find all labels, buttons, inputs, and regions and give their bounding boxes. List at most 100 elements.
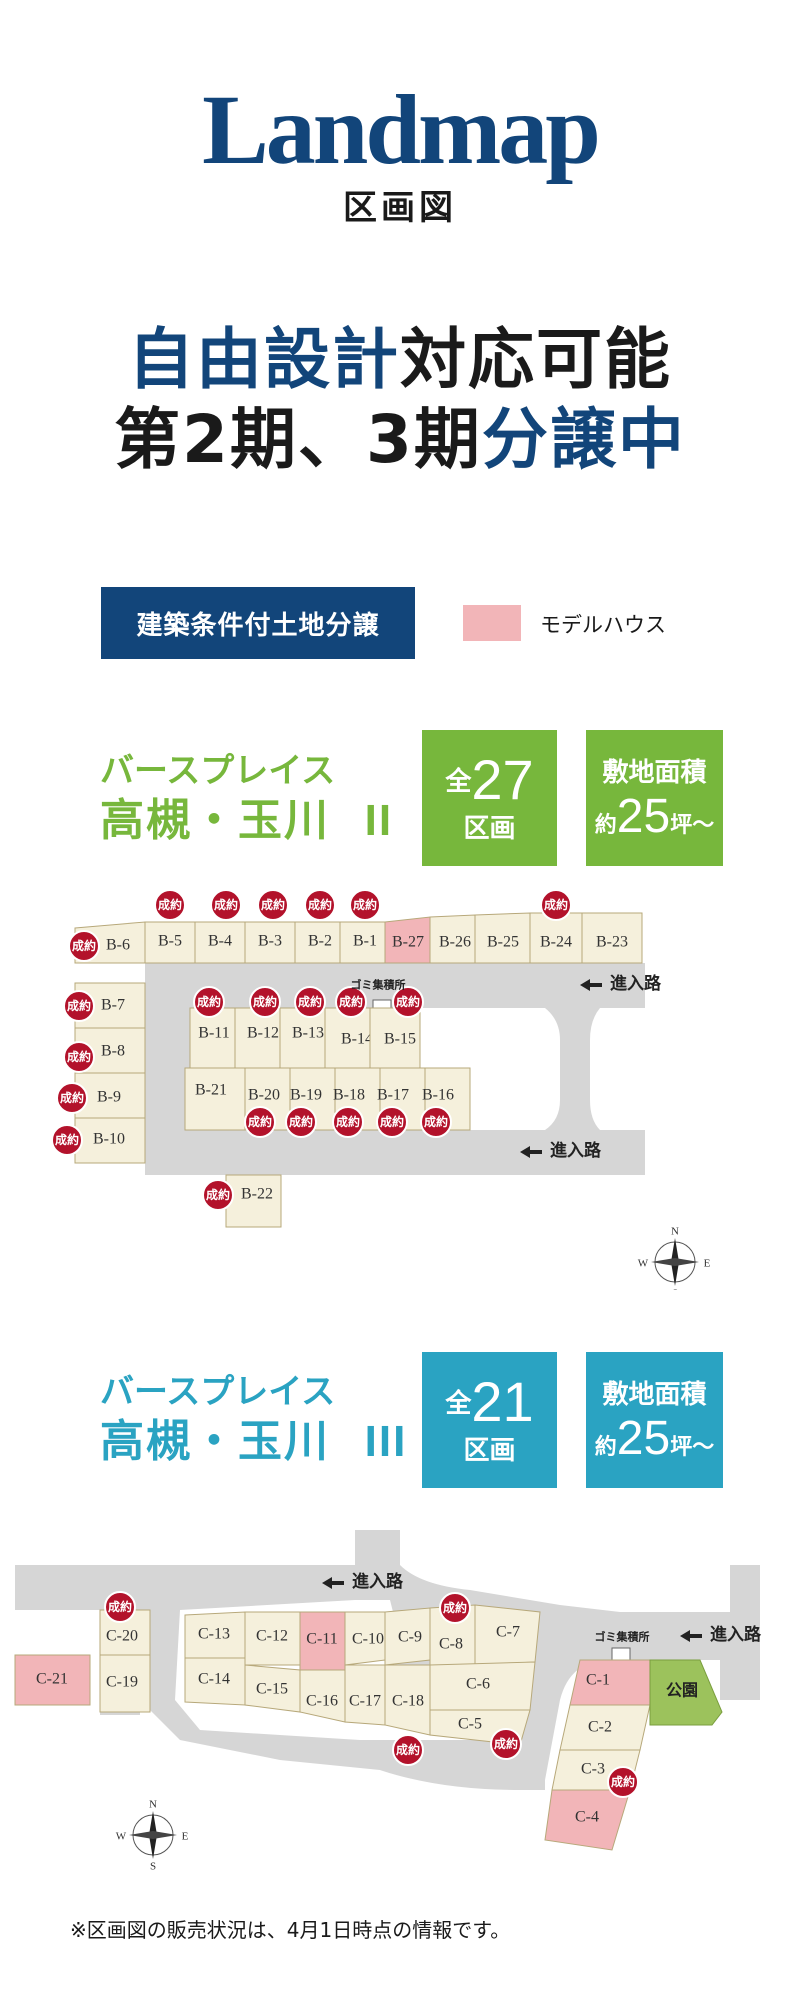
lot-c-12[interactable]: C-12: [244, 1611, 301, 1666]
sold-badge-circle: [540, 889, 572, 921]
lot-b-2[interactable]: B-2: [294, 921, 341, 964]
lot-b-22[interactable]: B-22: [225, 1174, 282, 1228]
sold-badge-text: 成約: [158, 897, 182, 912]
compass-cross-icon: [129, 1831, 177, 1839]
lot-b-3[interactable]: B-3: [244, 921, 296, 964]
entrance-label: 進入路: [710, 1624, 762, 1644]
lot-c-11[interactable]: C-11: [299, 1611, 346, 1671]
sold-badge-text: 成約: [298, 994, 322, 1009]
sold-badge-text: 成約: [248, 1114, 272, 1129]
entrance-label: 進入路: [550, 1140, 602, 1160]
lot-b-23[interactable]: B-23: [581, 912, 643, 964]
lot-label: C-12: [256, 1628, 288, 1645]
lot-b-10[interactable]: B-10: [74, 1117, 146, 1164]
headline-available: 対応可能: [400, 321, 672, 398]
lot-label: B-11: [198, 1025, 229, 1042]
sold-badge-b-15: 成約: [392, 986, 424, 1018]
lot-b-4[interactable]: B-4: [194, 921, 246, 964]
sold-badge-text: 成約: [396, 1742, 420, 1757]
logo-subtitle: 区画図: [343, 188, 457, 228]
lot-label: B-10: [93, 1131, 125, 1148]
arrow-left-icon: [520, 1146, 542, 1158]
lot-c-19[interactable]: C-19: [99, 1654, 151, 1713]
lot-label: C-17: [349, 1693, 381, 1710]
phase2-area-value: 25: [616, 790, 671, 843]
lot-c-9[interactable]: C-9: [384, 1607, 431, 1666]
lot-label: B-4: [208, 933, 232, 950]
sold-badge-text: 成約: [214, 897, 238, 912]
sold-badge-b-2: 成約: [304, 889, 336, 921]
lot-b-1[interactable]: B-1: [339, 921, 386, 964]
lot-label: B-2: [308, 933, 332, 950]
phase3-title-line2: 高槻・玉川 III: [100, 1416, 408, 1467]
lot-label: B-26: [439, 934, 471, 951]
compass-cross-icon: [651, 1258, 699, 1266]
lot-c-14[interactable]: C-14: [184, 1657, 246, 1706]
lot-shape: [569, 1659, 651, 1706]
lot-c-21[interactable]: C-21: [14, 1654, 91, 1706]
park-label: 公園: [666, 1682, 698, 1700]
lot-b-26[interactable]: B-26: [429, 914, 476, 964]
lot-c-18[interactable]: C-18: [384, 1664, 431, 1736]
lot-label: B-8: [101, 1043, 125, 1060]
lot-c-15[interactable]: C-15: [244, 1664, 301, 1713]
lot-b-25[interactable]: B-25: [474, 912, 531, 964]
lot-label: C-16: [306, 1693, 338, 1710]
lot-c-7[interactable]: C-7: [474, 1604, 541, 1666]
sold-badge-b-6: 成約: [68, 930, 100, 962]
lot-label: B-21: [195, 1082, 227, 1099]
phase2-roads: [145, 963, 645, 1175]
phase3-area-label: 敷地面積: [602, 1380, 707, 1410]
sold-badge-text: 成約: [253, 994, 277, 1009]
lot-c-16[interactable]: C-16: [299, 1669, 346, 1723]
lot-label: B-17: [377, 1087, 409, 1104]
lot-label: B-6: [106, 937, 130, 954]
lot-b-27[interactable]: B-27: [384, 916, 431, 964]
sold-badge-circle: [294, 986, 326, 1018]
lot-b-5[interactable]: B-5: [144, 921, 196, 964]
lot-label: C-6: [466, 1676, 490, 1693]
sold-badge-text: 成約: [72, 938, 96, 953]
compass-e: E: [704, 1258, 711, 1270]
lot-label: C-4: [575, 1809, 599, 1826]
model-house-legend-swatch: [463, 605, 521, 641]
phase2-total: 27: [471, 747, 534, 811]
sold-badge-b-10: 成約: [51, 1124, 83, 1156]
lot-c-13[interactable]: C-13: [184, 1611, 246, 1659]
sold-badge-b-17: 成約: [376, 1106, 408, 1138]
sold-badge-b-7: 成約: [63, 990, 95, 1022]
lot-b-7[interactable]: B-7: [74, 982, 146, 1029]
sold-badge-text: 成約: [611, 1774, 635, 1789]
lot-c-17[interactable]: C-17: [344, 1664, 386, 1726]
sold-badge-text: 成約: [67, 998, 91, 1013]
lot-label: B-7: [101, 997, 125, 1014]
compass-n: N: [149, 1799, 157, 1811]
sold-badge-text: 成約: [197, 994, 221, 1009]
sold-badge-b-12: 成約: [249, 986, 281, 1018]
sold-badge-circle: [335, 986, 367, 1018]
lot-c-4[interactable]: C-4: [544, 1789, 631, 1851]
sold-badge-circle: [392, 986, 424, 1018]
sold-badge-circle: [104, 1591, 136, 1623]
sold-badge-b-13: 成約: [294, 986, 326, 1018]
lot-c-6[interactable]: C-6: [429, 1661, 536, 1711]
lot-c-2[interactable]: C-2: [559, 1704, 651, 1751]
lot-c-10[interactable]: C-10: [344, 1611, 386, 1666]
sold-badge-text: 成約: [60, 1090, 84, 1105]
arrow-left-icon: [322, 1577, 344, 1589]
headline-line-2: 第2期、3期分譲中: [0, 400, 800, 480]
entrance-label: 進入路: [610, 973, 662, 993]
lot-label: C-19: [106, 1674, 138, 1691]
compass-s: S: [150, 1861, 156, 1873]
lot-label: B-14: [341, 1031, 373, 1048]
lot-b-21[interactable]: B-21: [184, 1067, 246, 1131]
sold-badge-b-19: 成約: [285, 1106, 317, 1138]
lot-label: C-10: [352, 1631, 384, 1648]
phase2-area-prefix: 約: [594, 813, 617, 838]
lot-c-1[interactable]: C-1: [569, 1659, 651, 1706]
sold-badge-circle: [68, 930, 100, 962]
headline-on-sale: 分譲中: [481, 401, 686, 478]
sold-badge-b-5: 成約: [154, 889, 186, 921]
